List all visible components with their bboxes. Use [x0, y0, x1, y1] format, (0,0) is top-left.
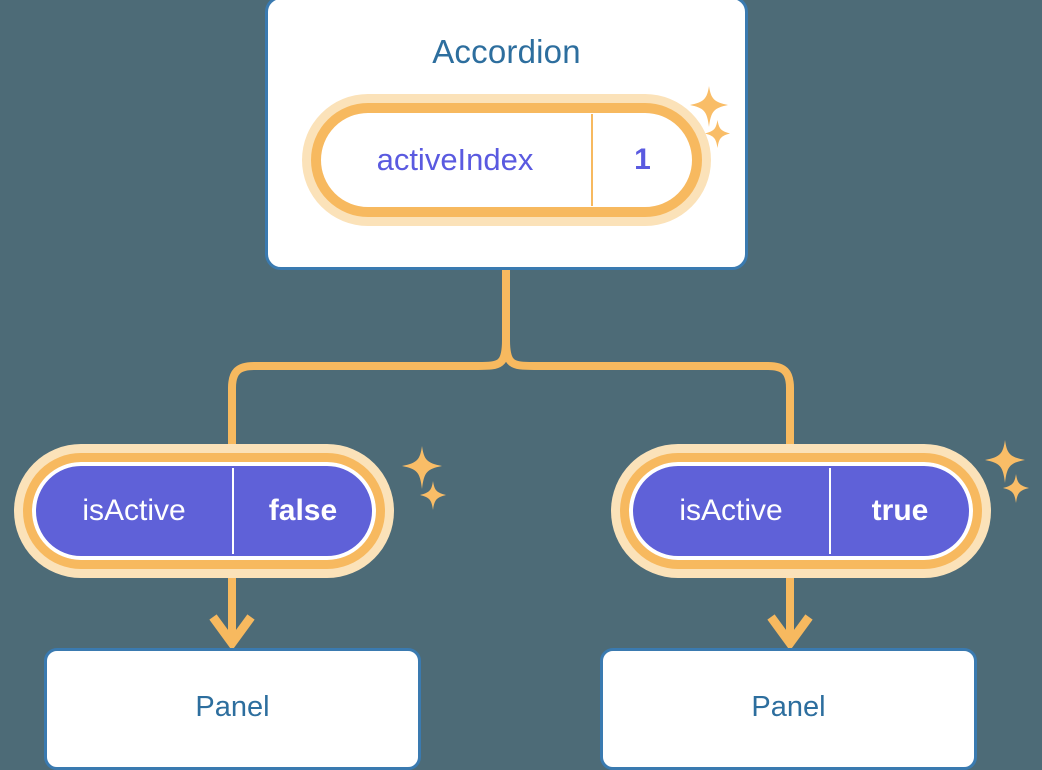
component-title-accordion: Accordion: [432, 33, 581, 70]
prop-pill-isactive-false[interactable]: isActive false: [23, 453, 385, 569]
state-key-activeindex: activeIndex: [376, 142, 534, 177]
state-value-activeindex: 1: [634, 143, 651, 176]
component-card-panel-right[interactable]: Panel: [600, 648, 977, 770]
arrow-head-left: [209, 614, 255, 651]
component-card-panel-left[interactable]: Panel: [44, 648, 421, 770]
prop-value-isactive-left: false: [268, 494, 338, 527]
component-title-panel-right: Panel: [751, 690, 826, 723]
state-pill-activeindex[interactable]: activeIndex 1: [311, 103, 702, 217]
prop-key-isactive-left: isActive: [82, 494, 186, 527]
pill-divider: [591, 114, 593, 206]
prop-pill-isactive-true[interactable]: isActive true: [620, 453, 982, 569]
arrow-head-right: [767, 614, 813, 651]
pill-divider: [829, 468, 831, 554]
sparkle-four-point-large: [690, 86, 728, 127]
sparkle-four-point-small: [705, 120, 730, 148]
prop-value-isactive-right: true: [871, 494, 929, 527]
sparkle-four-point-large: [402, 446, 442, 489]
component-title-panel-left: Panel: [195, 690, 270, 723]
sparkle-four-point-small: [1003, 474, 1029, 503]
prop-key-isactive-right: isActive: [679, 494, 783, 527]
pill-divider: [232, 468, 234, 554]
sparkle-four-point-small: [420, 481, 446, 510]
connector-branch-right: [502, 336, 794, 474]
sparkle-four-point-large: [985, 440, 1025, 483]
connector-branch-left: [228, 336, 510, 474]
